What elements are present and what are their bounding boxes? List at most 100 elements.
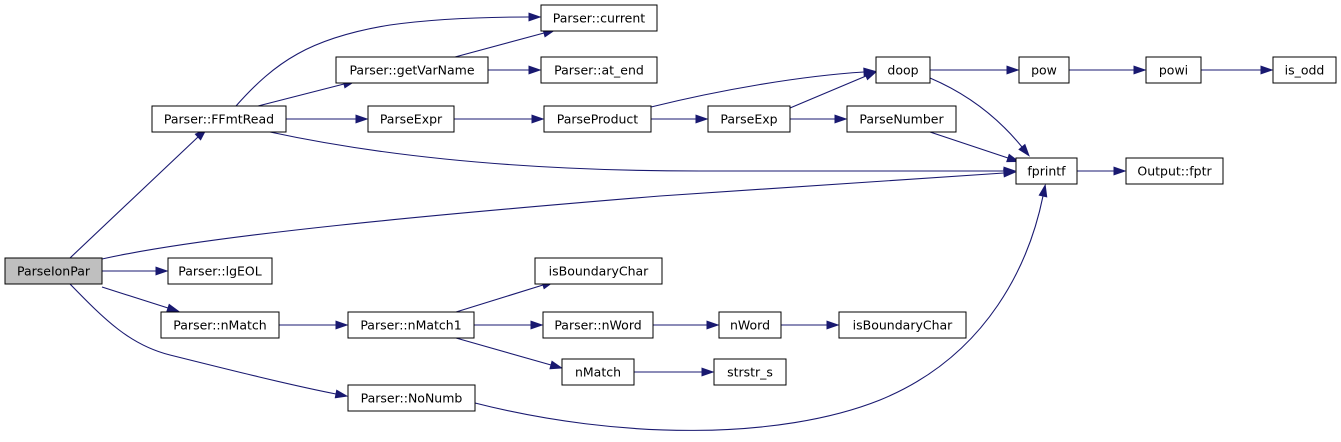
node-label: Parser::current [553,11,646,26]
node-label: Parser::at_end [554,63,644,78]
arrowhead [1260,65,1274,75]
edge-line [269,131,1004,172]
node-box [335,56,489,84]
edge-nword-to-isboundarychar2 [781,320,840,330]
node-box [543,105,652,133]
node-box [1125,157,1224,185]
edge-getvarname-to-current [454,28,557,58]
node-parseexp[interactable]: ParseExp [707,105,791,133]
node-is_odd[interactable]: is_odd [1272,56,1337,84]
edge-line [454,32,545,58]
edge-nword_parser-to-nword [653,320,720,330]
edge-parseexpr-to-parseproduct [454,114,545,124]
node-label: isBoundaryChar [853,318,953,333]
node-box [1018,56,1070,84]
edge-nmatch1-to-nmatch [455,337,564,370]
arrowhead [834,114,848,124]
node-box [160,311,280,339]
edge-line [650,71,865,108]
node-box [167,257,273,285]
node-parseionpar[interactable]: ParseIonPar [4,257,103,285]
edge-ffmtread-to-getvarname [257,79,357,107]
node-label: nWord [730,318,770,333]
edge-parseexp-to-doop [789,71,878,109]
edge-parseionpar-to-ffmtread [69,128,208,259]
edge-line [789,75,867,109]
node-box [534,257,663,285]
edge-line [235,16,530,107]
arrowhead [530,320,544,330]
node-nmatch1[interactable]: Parser::nMatch1 [347,311,475,339]
edge-ffmtread-to-current [235,12,542,107]
edge-getvarname-to-at_end [488,65,542,75]
arrowhead [1018,143,1030,157]
node-box [1272,56,1337,84]
arrowhead [1003,166,1017,176]
node-getvarname[interactable]: Parser::getVarName [335,56,489,84]
edge-line [455,284,544,313]
edge-pow-to-powi [1069,65,1147,75]
arrowhead [528,65,542,75]
node-label: Parser::lgEOL [178,264,261,279]
node-parseproduct[interactable]: ParseProduct [543,105,652,133]
node-lgeol[interactable]: Parser::lgEOL [167,257,273,285]
edge-nonumb-to-fprintf [474,183,1048,431]
node-parseexpr[interactable]: ParseExpr [367,105,455,133]
edge-powi-to-is_odd [1201,65,1274,75]
node-box [367,105,455,133]
node-box [846,105,957,133]
edge-nmatch-to-strstr_s [634,367,715,377]
node-strstr_s[interactable]: strstr_s [713,358,787,386]
edge-line [474,195,1044,431]
node-current[interactable]: Parser::current [540,4,658,32]
arrowhead [701,367,715,377]
edge-parseproduct-to-doop [650,67,877,108]
node-label: pow [1031,63,1057,78]
node-box [707,105,791,133]
arrowhead [863,71,878,81]
node-box [1015,157,1078,185]
node-box [540,56,658,84]
node-box [540,4,658,32]
node-nword_parser[interactable]: Parser::nWord [542,311,654,339]
node-nonumb[interactable]: Parser::NoNumb [347,384,476,412]
node-fprintf[interactable]: fprintf [1015,157,1078,185]
node-label: ParseExp [720,112,777,127]
node-label: ParseNumber [859,112,944,127]
arrowhead [355,114,369,124]
arrowhead [166,303,180,313]
node-label: Output::fptr [1137,164,1212,179]
node-ffmtread[interactable]: Parser::FFmtRead [151,105,287,133]
arrowhead [531,114,545,124]
edge-parseionpar-to-nmatch_parser [101,286,180,313]
node-label: Parser::NoNumb [361,391,463,406]
arrowhead [1113,166,1127,176]
node-isboundarychar1[interactable]: isBoundaryChar [534,257,663,285]
node-box [347,384,476,412]
edge-doop-to-pow [930,65,1020,75]
node-box [347,311,475,339]
node-box [713,358,787,386]
node-label: is_odd [1285,63,1325,78]
edge-line [929,131,1009,159]
edge-parseionpar-to-lgeol [102,266,169,276]
arrowhead [155,266,169,276]
node-nmatch[interactable]: nMatch [561,358,635,386]
arrowhead [334,389,349,399]
node-label: Parser::FFmtRead [164,112,274,127]
node-box [4,257,103,285]
nodes-layer: ParseIonPar Parser::FFmtReadParser::lgEOL… [4,4,1337,412]
edge-parseexp-to-parsenumber [790,114,848,124]
node-output_fptr[interactable]: Output::fptr [1125,157,1224,185]
edge-line [101,286,169,309]
node-isboundarychar2[interactable]: isBoundaryChar [838,311,967,339]
node-at_end[interactable]: Parser::at_end [540,56,658,84]
node-powi[interactable]: powi [1145,56,1202,84]
node-pow[interactable]: pow [1018,56,1070,84]
node-doop[interactable]: doop [875,56,931,84]
edge-doop-to-fprintf [929,77,1030,157]
node-parsenumber[interactable]: ParseNumber [846,105,957,133]
arrowhead [706,320,720,330]
node-nword[interactable]: nWord [718,311,782,339]
node-nmatch_parser[interactable]: Parser::nMatch [160,311,280,339]
